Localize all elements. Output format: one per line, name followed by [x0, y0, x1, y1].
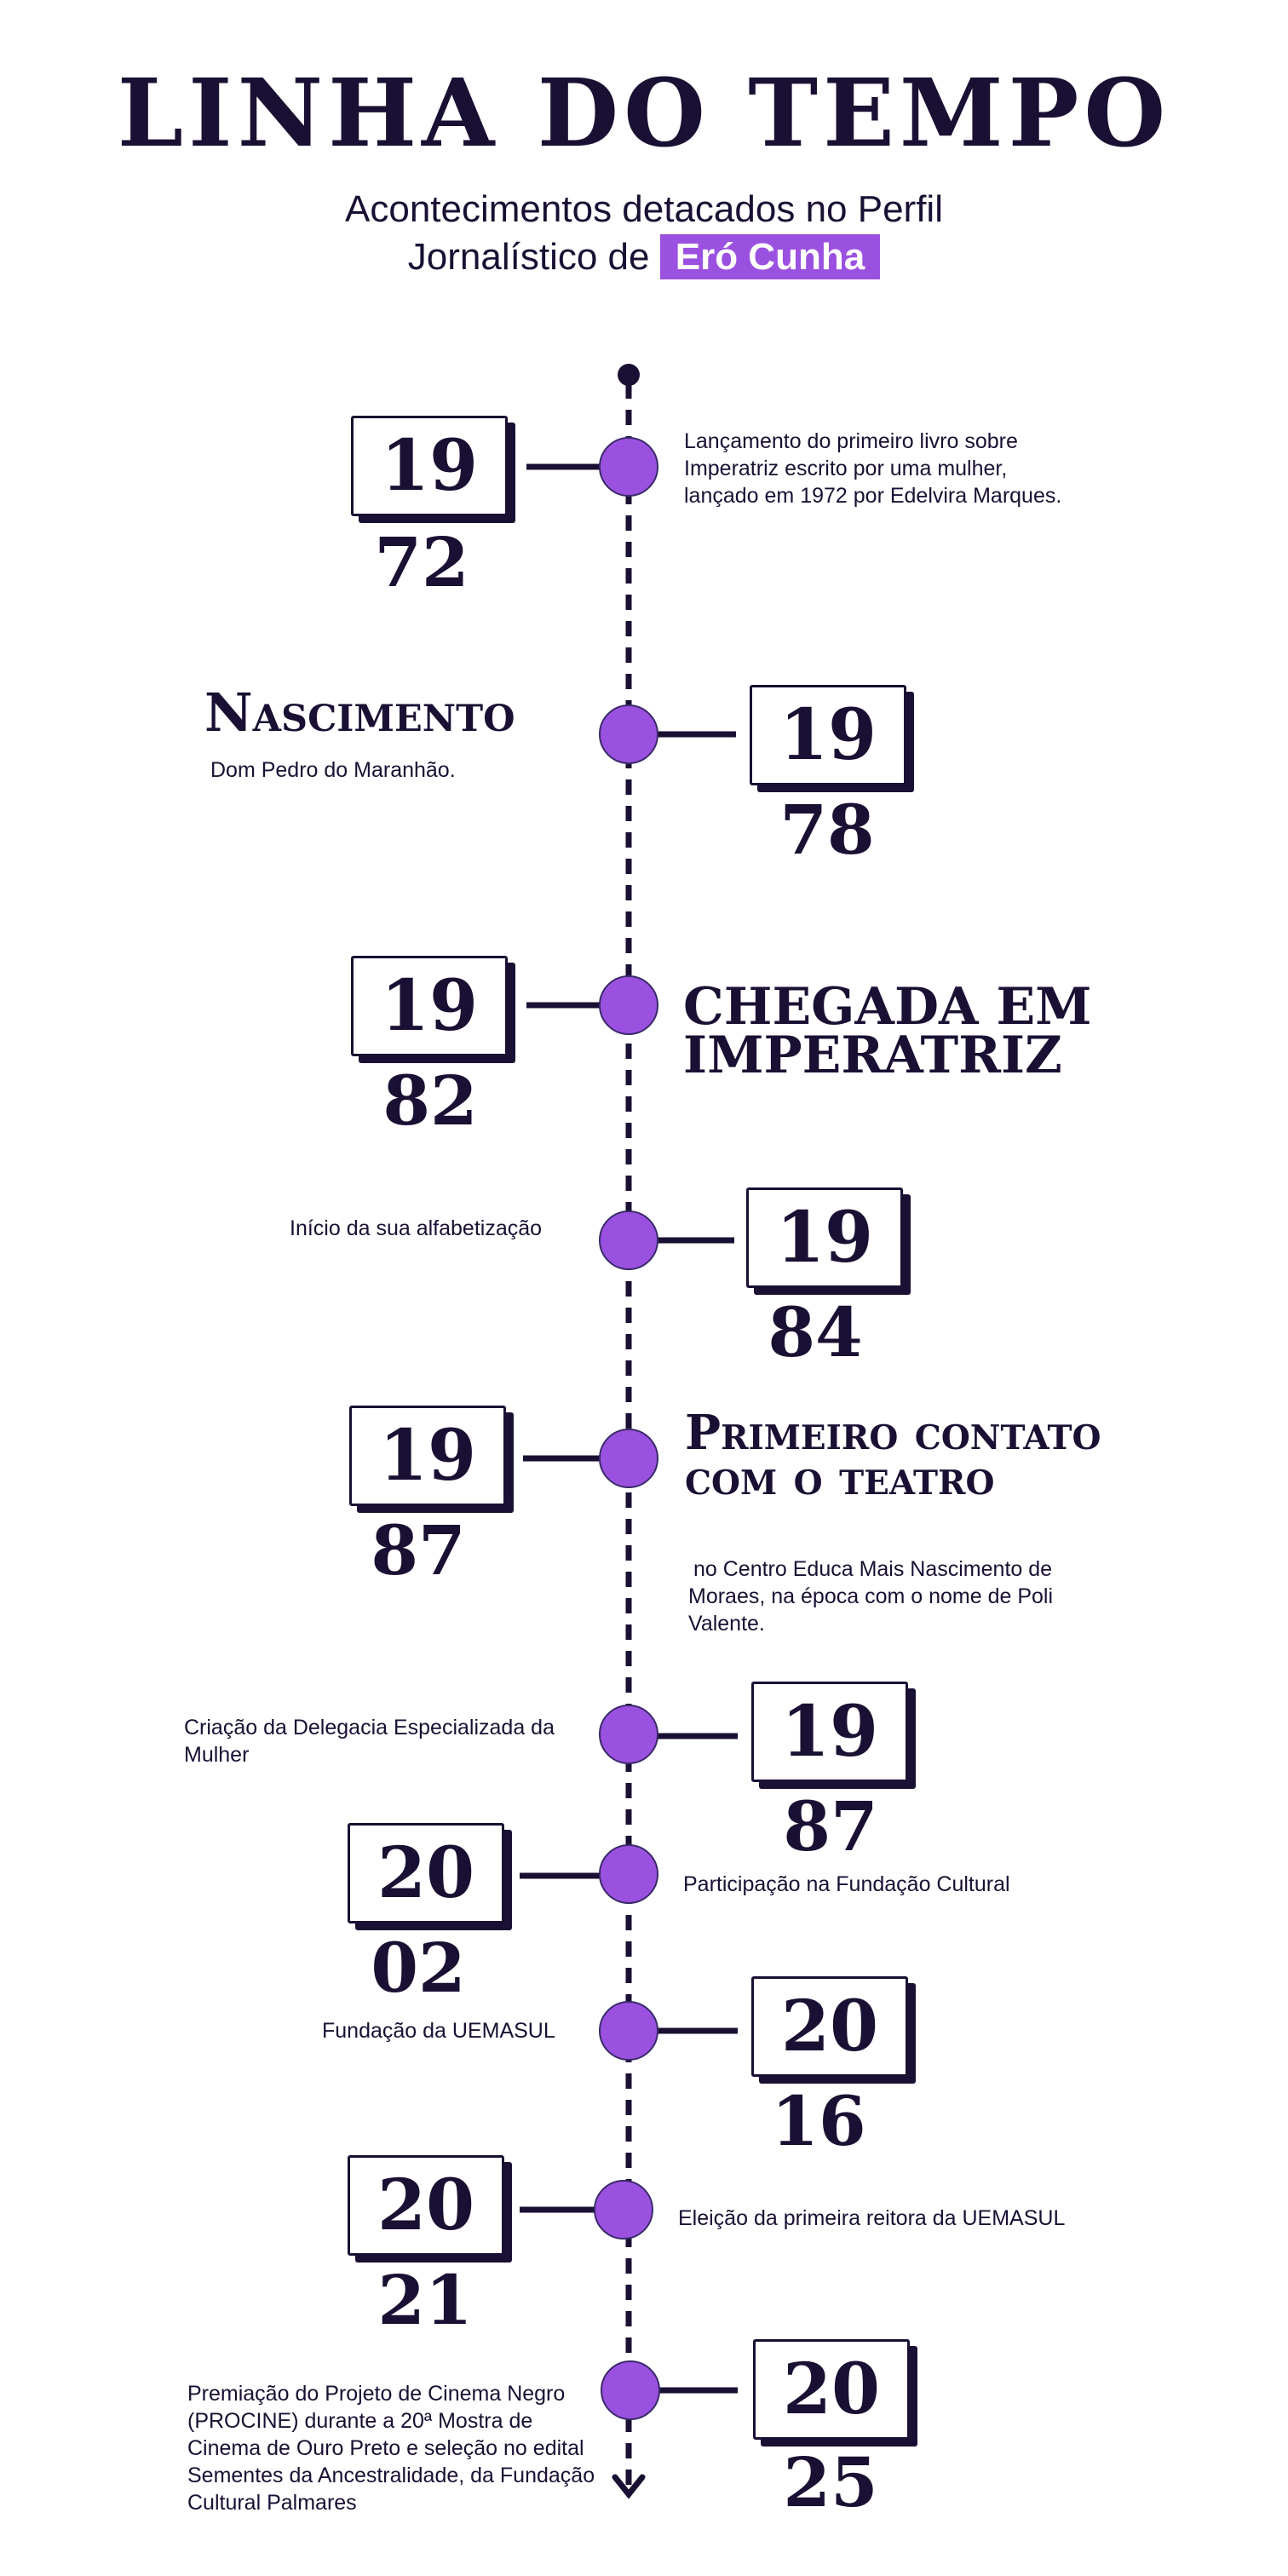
timeline-node: [599, 2001, 658, 2061]
event-heading: Nascimento: [204, 681, 515, 744]
event-description: Início da sua alfabetização: [290, 1216, 543, 1240]
timeline-node: [599, 975, 658, 1035]
timeline-node: [594, 2180, 653, 2240]
year-bottom: 78: [779, 790, 875, 870]
year-box-top: 19: [351, 956, 508, 1056]
year-bottom: 25: [783, 2442, 878, 2522]
year-box-top: 20: [348, 1823, 504, 1923]
event-description: Dom Pedro do Maranhão.: [210, 758, 456, 782]
year-box-top: 19: [351, 416, 508, 516]
event-description: no Centro Educa Mais Nascimento de Morae…: [688, 1557, 1054, 1636]
event-description: Criação da Delegacia Especializada da Mu…: [184, 1716, 555, 1767]
timeline-start-dot: [618, 364, 640, 386]
subtitle-line-2: Jornalístico de Eró Cunha: [0, 234, 1288, 280]
year-box-top: 20: [753, 2339, 910, 2440]
year-bottom: 72: [374, 522, 469, 602]
year-box-top: 19: [751, 1682, 908, 1782]
timeline-node: [599, 1210, 658, 1270]
year-box-top: 19: [750, 685, 906, 785]
year-bottom: 16: [771, 2081, 866, 2161]
year-bottom: 02: [371, 1928, 466, 2008]
subtitle-highlight: Eró Cunha: [659, 234, 881, 279]
event-description: Fundação da UEMASUL: [322, 2019, 555, 2043]
event-heading: CHEGADA EM IMPERATRIZ: [683, 977, 1092, 1085]
timeline-node: [599, 1429, 658, 1488]
year-box-top: 19: [746, 1187, 903, 1288]
timeline-node: [599, 437, 658, 497]
subtitle-prefix: Jornalístico de: [407, 236, 650, 278]
year-box-top: 20: [751, 1976, 908, 2077]
year-bottom: 87: [371, 1510, 466, 1590]
event-description: Eleição da primeira reitora da UEMASUL: [678, 2206, 1066, 2230]
timeline-end-arrow: [612, 2474, 646, 2499]
timeline-node: [601, 2360, 660, 2420]
event-description: Participação na Fundação Cultural: [683, 1872, 1010, 1896]
year-box-top: 19: [349, 1406, 506, 1506]
year-bottom: 21: [377, 2260, 473, 2340]
year-bottom: 84: [768, 1292, 863, 1372]
year-bottom: 82: [382, 1061, 478, 1141]
timeline-node: [599, 1705, 658, 1764]
subtitle-line-1: Acontecimentos detacados no Perfil: [345, 188, 943, 230]
year-bottom: 87: [783, 1786, 878, 1866]
event-description: Premiação do Projeto de Cinema Negro (PR…: [187, 2382, 595, 2515]
timeline-node: [599, 704, 658, 764]
event-heading: Primeiro contato com o teatro: [685, 1405, 1101, 1507]
event-description: Lançamento do primeiro livro sobre Imper…: [684, 429, 1062, 508]
page-title: LINHA DO TEMPO: [117, 58, 1171, 168]
year-box-top: 20: [348, 2155, 504, 2256]
timeline-node: [599, 1844, 658, 1904]
